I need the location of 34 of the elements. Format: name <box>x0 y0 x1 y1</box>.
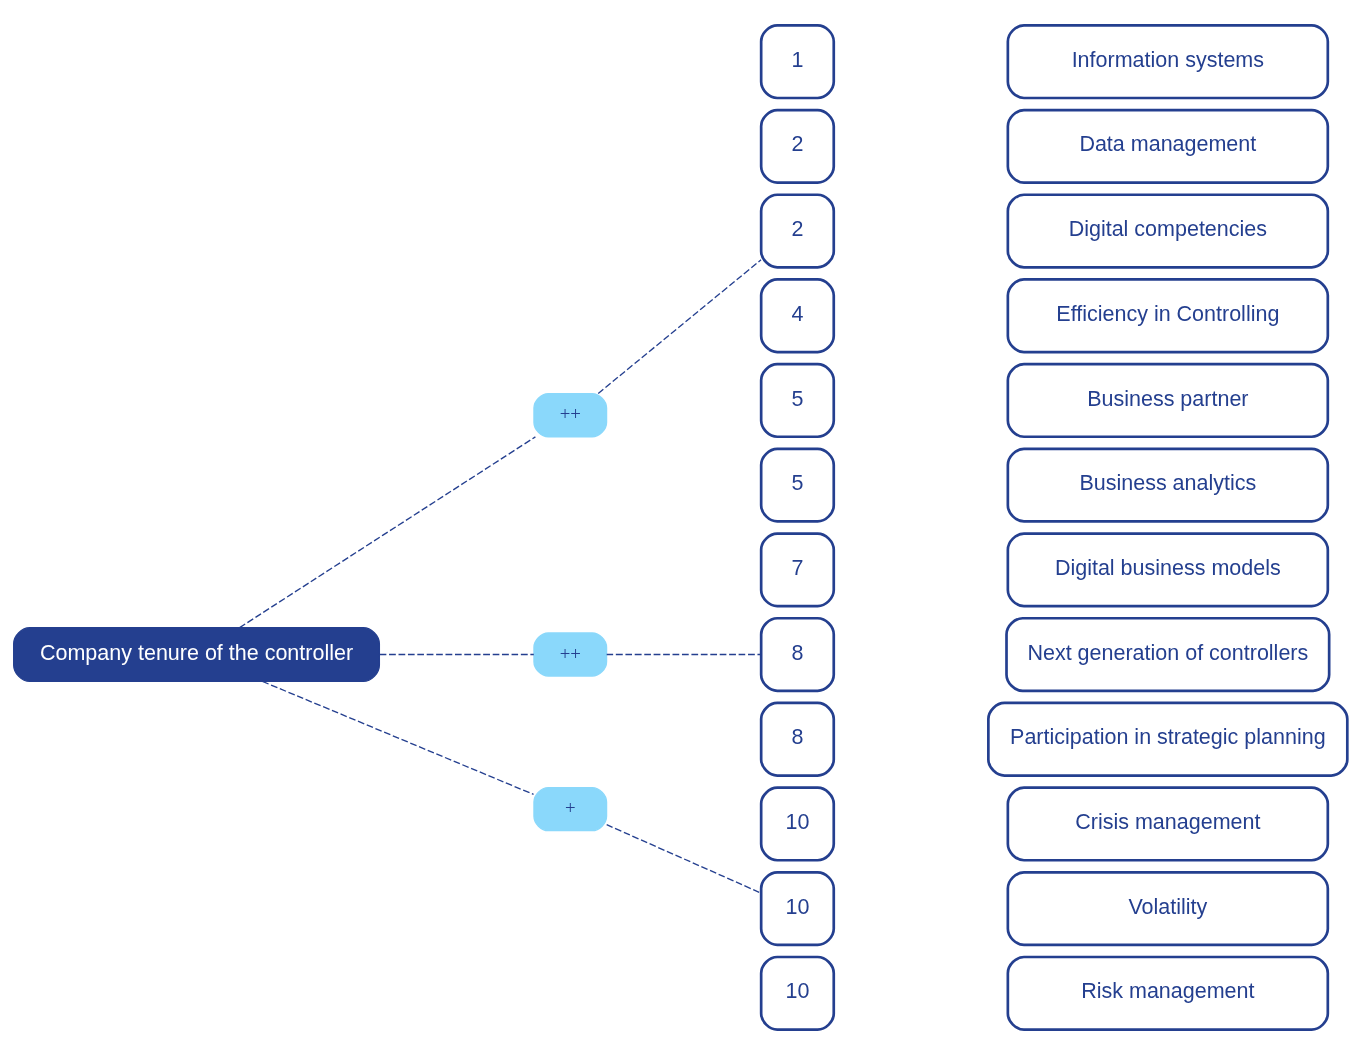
node-box: Risk management <box>1006 955 1330 1031</box>
node-box: 4 <box>759 278 836 354</box>
node-box: Digital business models <box>1006 532 1330 608</box>
node-box: Business partner <box>1006 362 1330 439</box>
node-box: 2 <box>759 193 836 269</box>
node-box: 10 <box>759 786 836 862</box>
node-box: Data management <box>1006 108 1330 184</box>
node-box: 5 <box>759 362 836 439</box>
node-box: 5 <box>759 447 836 523</box>
node-box: Crisis management <box>1006 786 1330 862</box>
node-box: Next generation of controllers <box>1005 616 1331 693</box>
node-box: Business analytics <box>1006 447 1330 523</box>
node-box: 8 <box>759 616 836 693</box>
node-box: Volatility <box>1006 871 1330 947</box>
node-box: 10 <box>759 955 836 1031</box>
node-box: Digital competencies <box>1006 193 1330 269</box>
node-box: 2 <box>759 108 836 184</box>
node-box: ++ <box>533 393 608 438</box>
node-box: ++ <box>533 632 608 677</box>
connector <box>606 824 762 894</box>
node-box: 8 <box>759 701 836 777</box>
connector <box>261 680 535 796</box>
node-box: Efficiency in Controlling <box>1006 278 1330 354</box>
node-box: Information systems <box>1006 24 1330 100</box>
node-box: Participation in strategic planning <box>987 701 1349 777</box>
node-box: + <box>533 786 608 832</box>
node-box: 7 <box>759 532 836 608</box>
connector <box>239 436 537 629</box>
node-box: Company tenure of the controller <box>13 627 381 683</box>
connector <box>378 653 535 656</box>
node-box: 10 <box>759 871 836 947</box>
connector <box>606 653 762 656</box>
node-box: 1 <box>759 24 836 100</box>
connector <box>597 259 762 395</box>
